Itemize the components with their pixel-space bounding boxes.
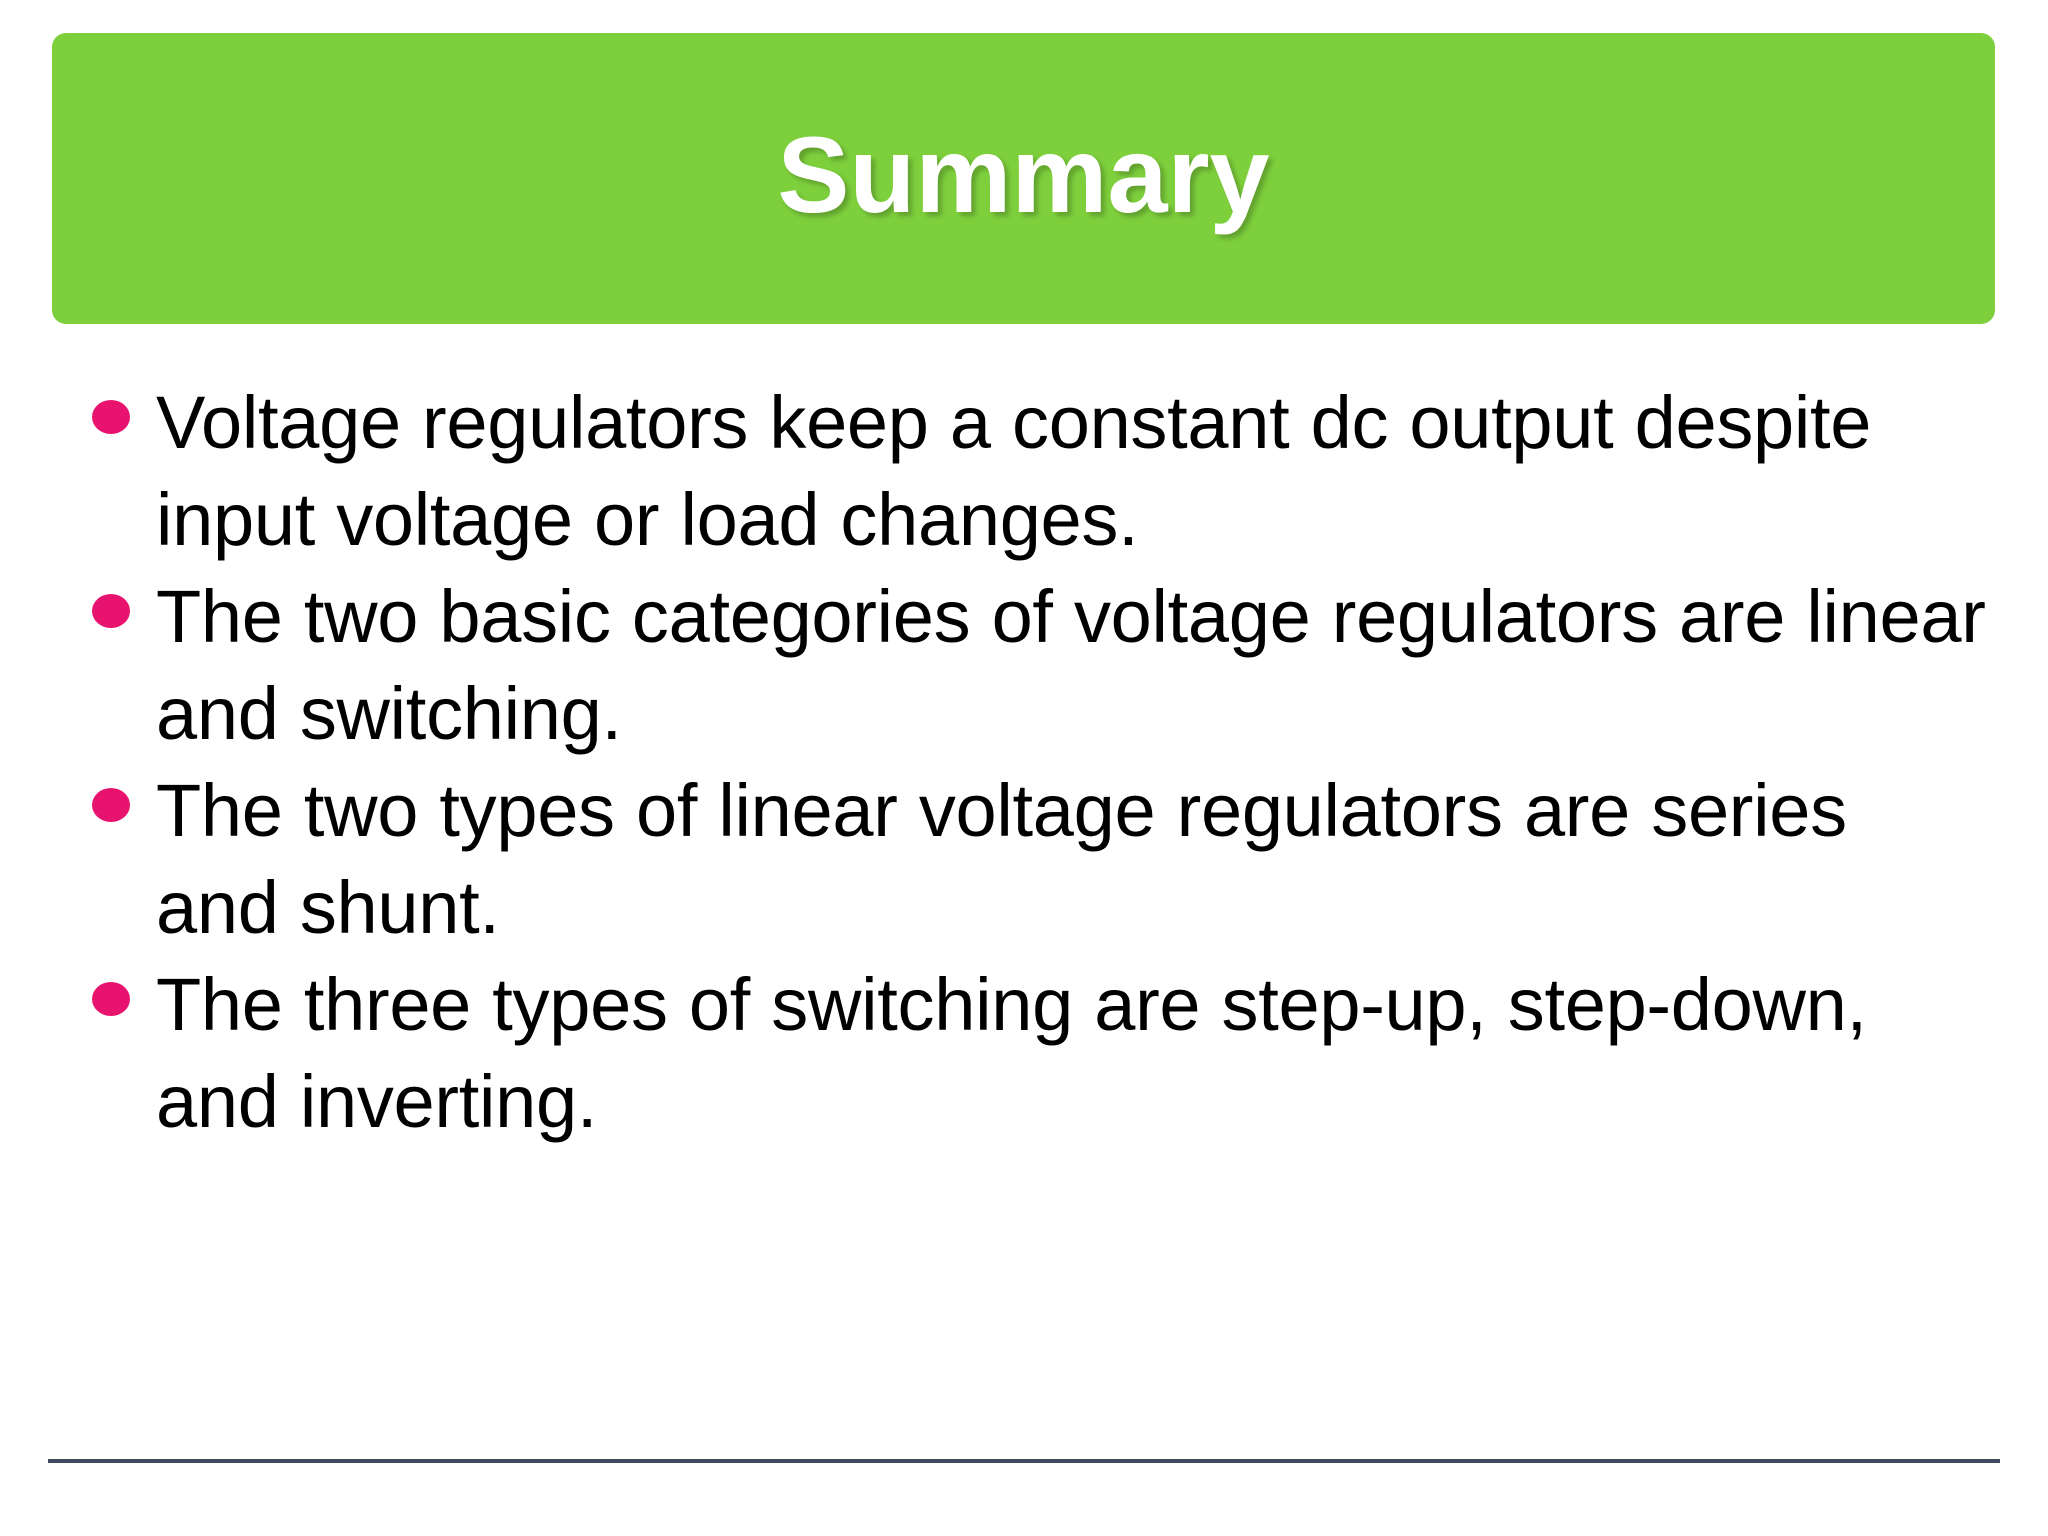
disc-bullet-icon	[92, 788, 130, 822]
list-item: The three types of switching are step-up…	[86, 956, 1986, 1150]
list-item: The two types of linear voltage regulato…	[86, 762, 1986, 956]
list-item: The two basic categories of voltage regu…	[86, 568, 1986, 762]
page-title: Summary	[777, 113, 1270, 235]
disc-bullet-icon	[92, 982, 130, 1016]
list-item-text: The three types of switching are step-up…	[156, 963, 1867, 1143]
footer-divider	[48, 1459, 2000, 1463]
list-item-text: The two types of linear voltage regulato…	[156, 769, 1847, 949]
title-banner: Summary	[52, 33, 1995, 324]
bullet-list: Voltage regulators keep a constant dc ou…	[86, 374, 1986, 1150]
disc-bullet-icon	[92, 594, 130, 628]
list-item-text: The two basic categories of voltage regu…	[156, 575, 1986, 755]
list-item: Voltage regulators keep a constant dc ou…	[86, 374, 1986, 568]
list-item-text: Voltage regulators keep a constant dc ou…	[156, 381, 1872, 561]
disc-bullet-icon	[92, 400, 130, 434]
